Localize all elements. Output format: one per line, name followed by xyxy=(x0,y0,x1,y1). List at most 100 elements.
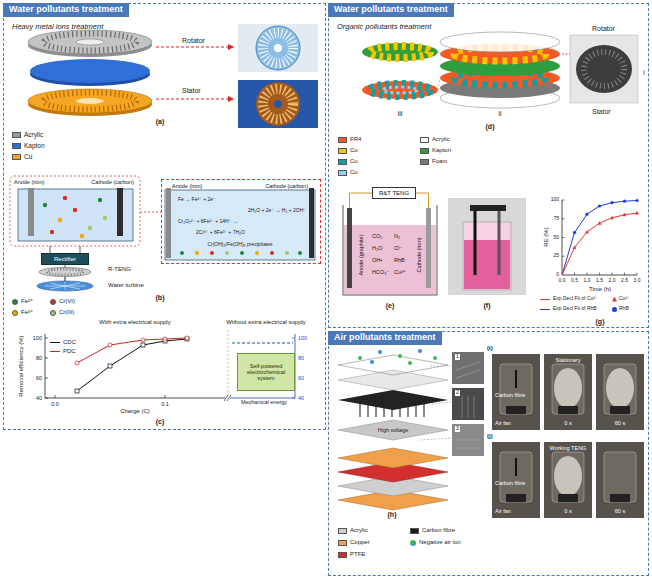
label: 100 xyxy=(33,335,42,341)
rhb-curve xyxy=(573,231,576,234)
legend-text: Cu xyxy=(350,147,358,154)
stator-disk xyxy=(28,89,152,113)
label: iii xyxy=(398,110,403,118)
legend-dot xyxy=(50,310,56,316)
photo-row xyxy=(604,364,636,414)
fan-electrodes xyxy=(362,43,438,61)
label: Cathode (carbon) xyxy=(91,179,134,185)
device-layers xyxy=(378,350,382,354)
legend-swatch xyxy=(410,528,419,534)
cu-curve xyxy=(573,211,640,249)
photo-row xyxy=(506,406,526,414)
photo-row xyxy=(492,354,644,430)
label: 100 xyxy=(551,197,559,203)
device-photo xyxy=(562,54,570,55)
panel-letter: (e) xyxy=(386,302,395,310)
label: 2Cr³⁺ + 6Fe³⁺ + 7H₂O xyxy=(196,230,245,236)
stator-disk xyxy=(76,98,104,104)
label: OH• xyxy=(372,257,382,263)
label: i xyxy=(643,69,645,77)
legend-swatch xyxy=(12,143,21,149)
tank xyxy=(117,188,123,236)
micrograph-inset xyxy=(456,362,480,378)
r-teng-turbine xyxy=(45,282,85,290)
label: N₂ xyxy=(394,233,400,239)
photo-row xyxy=(606,368,634,408)
r-teng-turbine xyxy=(47,269,83,275)
cdc-curve xyxy=(141,343,145,347)
rotator-disk xyxy=(28,30,152,54)
legend-marker xyxy=(410,540,416,546)
rotator-disk xyxy=(28,30,152,57)
tank xyxy=(98,198,102,202)
label: 0.5 xyxy=(571,278,578,284)
device-layers xyxy=(338,420,448,440)
label: Cu²⁺ xyxy=(394,269,406,275)
photo-row xyxy=(500,364,532,414)
photo-row xyxy=(492,442,644,518)
pdc-curve xyxy=(75,336,189,365)
panel-letter: (d) xyxy=(486,123,495,131)
panel: Air pollutants treatment xyxy=(328,331,649,576)
device-layers xyxy=(358,356,362,360)
wire xyxy=(80,246,81,253)
teng-box: R&T TENG xyxy=(372,187,416,199)
legend-text: Acrylic xyxy=(24,131,43,138)
micrograph-inset xyxy=(452,424,484,456)
pointer-arrow xyxy=(156,47,233,99)
tank xyxy=(63,196,67,200)
chart-axes xyxy=(228,330,229,395)
photo-row xyxy=(492,354,540,430)
label: HCO₃⁻ xyxy=(372,269,389,275)
label: 2 xyxy=(455,390,460,396)
label: 0 xyxy=(556,272,559,278)
label: Without extra electrical supply xyxy=(226,319,306,326)
rhb-curve xyxy=(635,199,638,202)
label: H₂O xyxy=(372,245,382,251)
chart-axes xyxy=(45,338,165,398)
panel: Water pollutants treatmentHeavy metal io… xyxy=(3,3,326,430)
legend-text: Cu xyxy=(350,169,358,176)
photo-row xyxy=(492,442,540,518)
rotator-disk xyxy=(44,34,136,51)
legend-text: Exp Decl Fit of Cu²⁺ xyxy=(553,296,598,302)
label: RhB xyxy=(394,257,405,263)
legend-swatch xyxy=(338,148,347,154)
device-layers xyxy=(420,366,452,440)
device-layers xyxy=(408,361,412,365)
legend-swatch xyxy=(12,154,21,160)
device-layers xyxy=(433,356,437,360)
photo-row xyxy=(544,442,592,518)
r-teng-turbine xyxy=(37,268,93,292)
legend-swatch xyxy=(338,528,347,534)
label: 0 s xyxy=(564,508,571,514)
legend-text: Acrylic xyxy=(432,136,450,143)
rotator-disk xyxy=(76,39,104,45)
label: With extra electrical supply xyxy=(99,319,170,326)
device-layers xyxy=(338,349,452,510)
label: Rotator xyxy=(592,25,615,33)
legend-text: Kapton xyxy=(24,142,45,149)
wire xyxy=(50,246,51,253)
label: 0.0 xyxy=(51,401,59,407)
legend-swatch xyxy=(338,540,347,546)
legend-swatch xyxy=(338,159,347,165)
legend-text: Copper xyxy=(350,539,370,546)
tank xyxy=(80,234,84,238)
legend-line xyxy=(50,351,60,352)
legend-text: PDC xyxy=(63,348,76,355)
panel-title: Air pollutants treatment xyxy=(328,331,442,345)
chart-axes xyxy=(232,343,293,344)
rectifier-box: Rectifier xyxy=(41,253,89,265)
legend-text: CDC xyxy=(63,339,76,346)
legend-swatch xyxy=(420,137,429,143)
label: CO₂ xyxy=(372,233,382,239)
label: 2H₂O + 2e⁻ → H₂ + 2OH⁻ xyxy=(248,208,306,214)
beaker xyxy=(426,208,431,288)
inset-box: Self-powered electrochemical system xyxy=(237,353,295,391)
label: 80 xyxy=(298,355,304,361)
beaker-photo xyxy=(463,222,511,290)
label: 60 xyxy=(298,375,304,381)
label: 2.0 xyxy=(609,278,616,284)
legend-text: RhB xyxy=(619,306,629,312)
